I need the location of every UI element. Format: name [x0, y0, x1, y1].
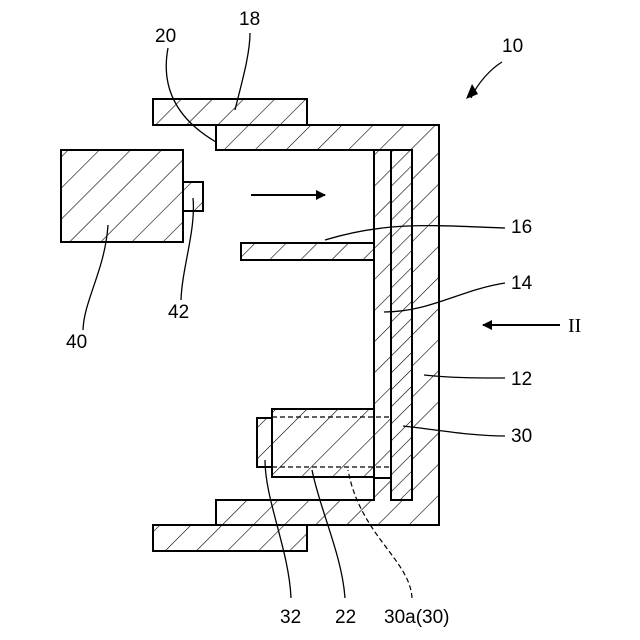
- label-20: 20: [155, 26, 176, 47]
- label-10: 10: [502, 36, 523, 57]
- shelf-16: [241, 243, 374, 260]
- label-22: 22: [335, 607, 356, 628]
- label-view-II: II: [568, 315, 581, 337]
- label-32: 32: [280, 607, 301, 628]
- plate-14: [374, 150, 391, 478]
- label-30a: 30a(30): [384, 607, 450, 628]
- leader-22: [312, 470, 345, 598]
- leader-20: [166, 48, 216, 142]
- label-42: 42: [168, 302, 189, 323]
- back-plate-30: [391, 150, 412, 500]
- label-12: 12: [511, 369, 532, 390]
- left-block-40: [61, 150, 183, 242]
- label-16: 16: [511, 217, 532, 238]
- label-18: 18: [239, 9, 260, 30]
- bottom-bar: [153, 525, 307, 551]
- small-block-32: [257, 418, 272, 467]
- label-30: 30: [511, 426, 532, 447]
- label-40: 40: [66, 332, 87, 353]
- label-14: 14: [511, 273, 533, 294]
